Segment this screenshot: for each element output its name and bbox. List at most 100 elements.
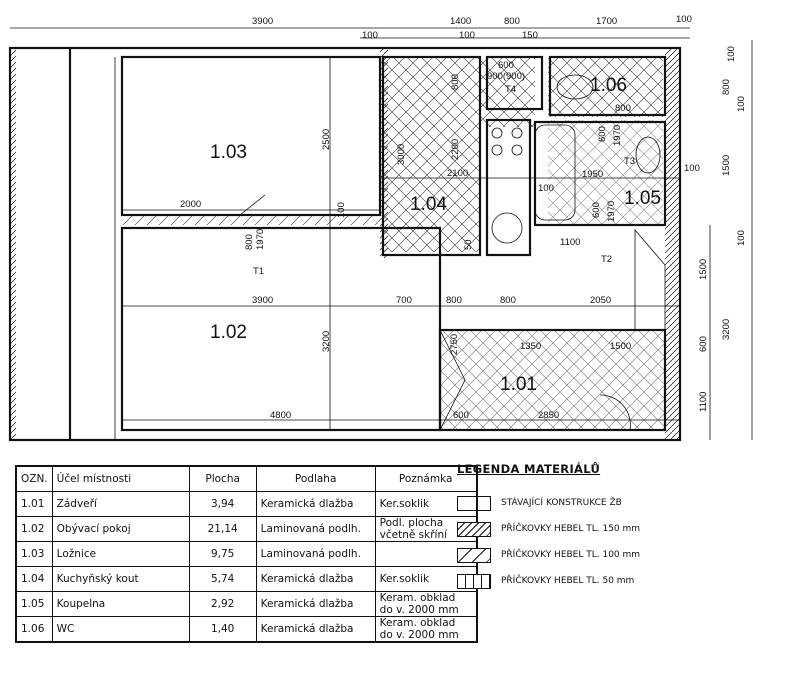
room-label-1.05: 1.05: [624, 188, 661, 209]
dim-label: 2000: [180, 199, 201, 210]
swatch-hatch-150-icon: [457, 521, 491, 537]
cell-id: 1.05: [15, 591, 53, 617]
cell-area: 5,74: [188, 566, 257, 592]
dim-label: 100: [538, 183, 554, 194]
dim-label: 2200: [450, 139, 461, 160]
door-tag-t1: T1: [253, 266, 264, 277]
dim-label: 1400: [450, 16, 471, 27]
cell-floor: Keramická dlažba: [255, 566, 376, 592]
cell-name: Koupelna: [51, 591, 190, 617]
swatch-hatch-100-icon: [457, 547, 491, 563]
cell-area: 3,94: [188, 491, 257, 517]
dim-label: 50: [463, 239, 474, 250]
note-line: do v. 2000 mm: [379, 629, 459, 641]
dim-label: 2050: [590, 295, 611, 306]
dim-label: 800: [615, 103, 631, 114]
note-line: Keram. obklad: [379, 592, 456, 604]
dim-label: 3900: [252, 295, 273, 306]
legend-item: PŘÍČKOVKY HEBEL TL. 100 mm: [457, 542, 640, 568]
dimension-lines: [10, 27, 753, 440]
note-line: Ker.soklik: [379, 498, 430, 510]
dim-label: 800: [721, 79, 732, 95]
dim-label: 1950: [582, 169, 603, 180]
door-tag-t2: T2: [601, 254, 612, 265]
cell-floor: Keramická dlažba: [255, 491, 376, 517]
header-area: Plocha: [188, 465, 257, 492]
dim-label: 100: [736, 230, 747, 246]
floor-plan: 1.03 1.02 1.04 1.05 1.06 1.01 3900 1400 …: [8, 14, 753, 442]
header-ozn: OZN.: [15, 465, 53, 492]
dim-label: 150: [522, 30, 538, 41]
cell-name: Ložnice: [51, 541, 190, 567]
note-line: Keram. obklad: [379, 617, 456, 629]
dim-label: 800: [244, 234, 255, 250]
cell-area: 2,92: [188, 591, 257, 617]
cell-name: WC: [51, 616, 190, 643]
room-label-1.06: 1.06: [590, 75, 627, 96]
cell-name: Zádveří: [51, 491, 190, 517]
cell-area: 21,14: [188, 516, 257, 542]
legend-label: PŘÍČKOVKY HEBEL TL. 100 mm: [501, 550, 641, 560]
dim-label: 100: [736, 96, 747, 112]
dim-label: 800: [446, 295, 462, 306]
cell-id: 1.01: [15, 491, 53, 517]
room-schedule-table: OZN. Účel místnosti Plocha Podlaha Pozná…: [15, 465, 478, 643]
cell-name: Kuchyňský kout: [51, 566, 190, 592]
note-line: Ker.soklik: [379, 573, 430, 585]
cell-area: 9,75: [188, 541, 257, 567]
dim-label: 2100: [447, 168, 468, 179]
cell-area: 1,40: [188, 616, 257, 643]
cell-floor: Laminovaná podlh.: [255, 516, 376, 542]
header-room-purpose: Účel místnosti: [51, 465, 190, 492]
dim-label: 1970: [612, 125, 623, 146]
dim-label: 1970: [606, 201, 617, 222]
dim-label: 3200: [321, 331, 332, 352]
dim-label: 800: [504, 16, 520, 27]
dimension-labels: 3900 1400 800 1700 100 100 100 150 2500 …: [180, 14, 747, 421]
dim-label: 1100: [698, 392, 709, 412]
cell-id: 1.06: [15, 616, 53, 643]
swatch-hatch-50-icon: [457, 573, 491, 589]
header-floor: Podlaha: [255, 465, 376, 492]
dim-label: 100: [684, 163, 700, 174]
room-label-1.02: 1.02: [210, 322, 247, 343]
cell-note: Ker.soklik: [374, 491, 478, 517]
dim-label: 100: [726, 46, 737, 62]
dim-label: 1500: [721, 155, 732, 176]
table-header-row: OZN. Účel místnosti Plocha Podlaha Pozná…: [15, 465, 478, 492]
dim-label: 3200: [721, 319, 732, 340]
note-line: do v. 2000 mm: [379, 604, 459, 616]
cell-floor: Keramická dlažba: [255, 616, 376, 643]
dim-label: 1500: [698, 259, 709, 280]
dim-label: 1350: [520, 341, 541, 352]
cell-floor: Laminovaná podlh.: [255, 541, 376, 567]
legend-item: PŘÍČKOVKY HEBEL TL. 50 mm: [457, 568, 640, 594]
dim-label: 4800: [270, 410, 291, 421]
cell-floor: Keramická dlažba: [255, 591, 376, 617]
cell-id: 1.04: [15, 566, 53, 592]
dim-label: 100: [459, 30, 475, 41]
room-label-1.04: 1.04: [410, 194, 447, 215]
dim-label: 800: [450, 74, 461, 90]
dim-label: 600: [591, 202, 602, 218]
dim-label: 700: [396, 295, 412, 306]
dim-label: 600: [597, 126, 608, 142]
note-line: včetně skříní: [379, 529, 448, 541]
door-tag-t4: T4: [505, 84, 516, 95]
dim-label: 3000: [396, 144, 407, 165]
note-line: Podl. plocha: [379, 517, 444, 529]
dim-label: 3900: [252, 16, 273, 27]
legend-label: PŘÍČKOVKY HEBEL TL. 50 mm: [501, 576, 635, 586]
room-label-1.03: 1.03: [210, 142, 247, 163]
dim-label: 1500: [610, 341, 631, 352]
dim-label: 1700: [596, 16, 617, 27]
cell-id: 1.02: [15, 516, 53, 542]
dim-label: 2750: [449, 334, 460, 355]
